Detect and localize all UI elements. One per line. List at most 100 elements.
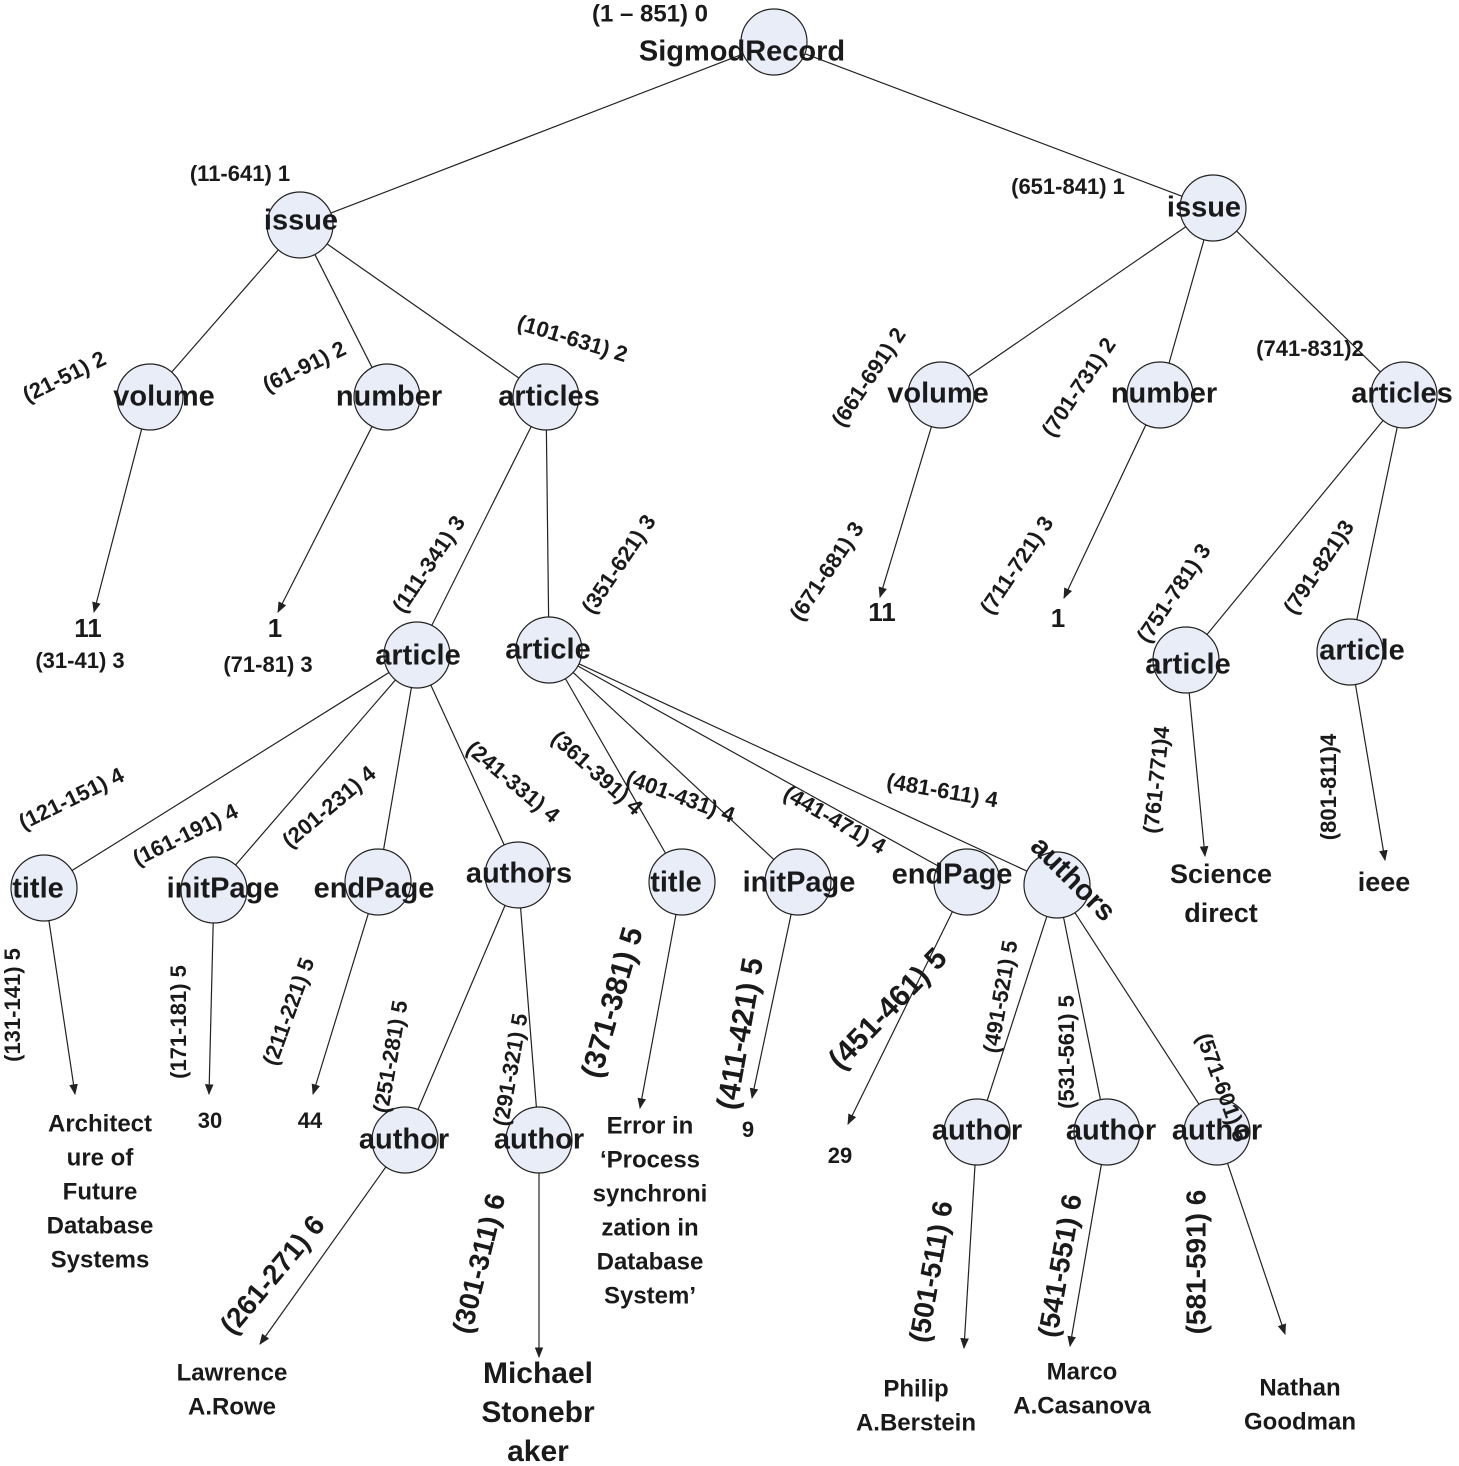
arrow-author1-to-v_author1 — [259, 1166, 387, 1345]
arrow-number1-to-v_number1 — [277, 426, 373, 613]
node-name-initPage1: initPage — [167, 873, 280, 905]
node-circle-endPage2 — [933, 848, 1001, 916]
value-interval-v_number2: (711-721) 3 — [975, 511, 1059, 618]
value-text-v_volume1-line-0: 11 — [74, 613, 102, 643]
edge-article2-authors2 — [578, 663, 1028, 872]
value-interval-v_volume1: (31-41) 3 — [35, 648, 124, 673]
edge-root-issue2 — [804, 53, 1183, 197]
node-circle-number2 — [1126, 361, 1194, 429]
node-interval-number2: (701-731) 2 — [1036, 333, 1120, 441]
node-interval-articles2: (741-831)2 — [1256, 336, 1364, 361]
node-interval-author4: (531-561) 5 — [1054, 995, 1079, 1109]
node-circle-authors1 — [484, 841, 552, 909]
node-circle-root — [740, 8, 808, 76]
node-interval-volume1: (21-51) 2 — [19, 346, 110, 408]
value-text-v_author1-line-1: A.Rowe — [188, 1393, 276, 1420]
value-text-v_author5-line-1: Goodman — [1244, 1408, 1356, 1435]
node-name-issue2: issue — [1167, 192, 1241, 224]
node-circle-authors2 — [1023, 851, 1091, 919]
arrow-article3-to-v_article3 — [1188, 692, 1209, 858]
node-circle-endPage1 — [344, 848, 412, 916]
edge-articles1-article1 — [431, 426, 532, 626]
node-interval-issue1: (11-641) 1 — [190, 161, 290, 186]
node-name-endPage1: endPage — [314, 873, 435, 905]
node-circle-articles2 — [1370, 361, 1438, 429]
value-text-v_author4-line-1: A.Casanova — [1013, 1392, 1151, 1419]
value-text-v_title2-line-0: Error in — [607, 1112, 694, 1139]
edge-root-issue1 — [330, 53, 744, 214]
edge-issue1-number1 — [314, 254, 373, 368]
node-interval-issue2: (651-841) 1 — [1011, 174, 1125, 199]
node-name-number1: number — [336, 381, 442, 413]
node-circle-author3 — [943, 1098, 1011, 1166]
value-text-v_article4-line-0: ieee — [1358, 867, 1411, 897]
arrow-volume2-to-v_volume2 — [878, 426, 933, 599]
node-interval-author3: (491-521) 5 — [978, 939, 1022, 1055]
arrow-author4-to-v_author4 — [1067, 1164, 1102, 1348]
edge-authors2-author4 — [1062, 917, 1102, 1100]
node-name-author1: author — [359, 1124, 449, 1156]
value-text-v_author4-line-0: Marco — [1047, 1358, 1118, 1385]
node-name-author2: author — [494, 1124, 584, 1156]
node-circle-article4 — [1316, 618, 1384, 686]
arrow-title1-to-v_title1 — [48, 920, 78, 1096]
edge-authors2-author5 — [1074, 912, 1200, 1105]
value-text-v_number2-line-0: 1 — [1051, 603, 1065, 633]
edge-authors1-author2 — [520, 907, 537, 1108]
edge-authors2-author3 — [986, 916, 1048, 1101]
value-interval-v_initPage1: (171-181) 5 — [166, 965, 191, 1079]
value-text-v_title2-line-1: ‘Process — [600, 1146, 700, 1173]
value-text-v_article3-line-0: Science — [1170, 859, 1272, 889]
value-interval-v_title1: (131-141) 5 — [0, 948, 25, 1062]
arrow-article4-to-v_article4 — [1354, 684, 1388, 862]
value-text-v_volume2-line-0: 11 — [868, 597, 896, 627]
arrow-number2-to-v_number2 — [1063, 424, 1147, 599]
value-interval-v_author1: (261-271) 6 — [214, 1209, 331, 1340]
value-interval-v_author2: (301-311) 6 — [447, 1190, 512, 1336]
node-name-article3: article — [1145, 649, 1230, 681]
node-name-article1: article — [375, 640, 460, 672]
value-text-v_title2-line-4: Database — [597, 1248, 704, 1275]
value-text-v_author2-line-2: aker — [507, 1435, 569, 1466]
value-text-v_endPage2-line-0: 29 — [828, 1143, 852, 1168]
value-text-v_author2-line-1: Stonebr — [481, 1396, 595, 1429]
node-circle-title1 — [10, 854, 78, 922]
node-name-author4: author — [1066, 1115, 1156, 1147]
node-name-title1: title — [12, 873, 64, 905]
arrow-endPage1-to-v_endPage1 — [311, 913, 369, 1096]
value-text-v_initPage1-line-0: 30 — [198, 1108, 222, 1133]
value-interval-v_title2: (371-381) 5 — [575, 923, 649, 1081]
node-interval-article2: (351-621) 3 — [576, 510, 660, 618]
edge-article2-endPage2 — [577, 665, 939, 867]
node-name-article2: article — [505, 634, 590, 666]
node-circle-volume1 — [116, 363, 184, 431]
edge-article1-initPage1 — [235, 679, 396, 866]
edge-article1-endPage1 — [382, 687, 413, 850]
node-interval-authors2: (481-611) 4 — [885, 768, 1001, 812]
node-circle-initPage1 — [180, 856, 248, 924]
node-name-initPage2: initPage — [743, 867, 856, 899]
value-text-v_title1-line-1: ure of — [67, 1144, 135, 1171]
node-interval-authors1: (241-331) 4 — [461, 736, 565, 829]
node-name-author3: author — [932, 1115, 1022, 1147]
node-interval-endPage2: (441-471) 4 — [779, 780, 891, 859]
value-text-v_title2-line-2: synchroni — [593, 1180, 708, 1207]
edge-issue2-volume2 — [967, 226, 1187, 377]
node-name-number2: number — [1111, 378, 1217, 410]
node-interval-articles1: (101-631) 2 — [514, 310, 630, 367]
value-text-v_title1-line-2: Future — [63, 1178, 138, 1205]
node-circle-author1 — [371, 1106, 439, 1174]
node-interval-article4: (791-821)3 — [1278, 515, 1359, 618]
edge-issue2-number2 — [1168, 239, 1205, 364]
edge-articles2-article3 — [1206, 420, 1384, 635]
value-text-v_title1-line-0: Architect — [48, 1110, 152, 1137]
edge-articles1-article2 — [545, 429, 550, 618]
node-name-author5: author — [1172, 1115, 1262, 1147]
node-circle-author4 — [1073, 1098, 1141, 1166]
value-interval-v_initPage2: (411-421) 5 — [711, 955, 770, 1112]
node-interval-article1: (111-341) 3 — [387, 511, 470, 617]
node-name-authors1: authors — [466, 858, 572, 890]
node-interval-author1: (251-281) 5 — [368, 999, 412, 1115]
value-text-v_article3-line-1: direct — [1184, 898, 1258, 928]
